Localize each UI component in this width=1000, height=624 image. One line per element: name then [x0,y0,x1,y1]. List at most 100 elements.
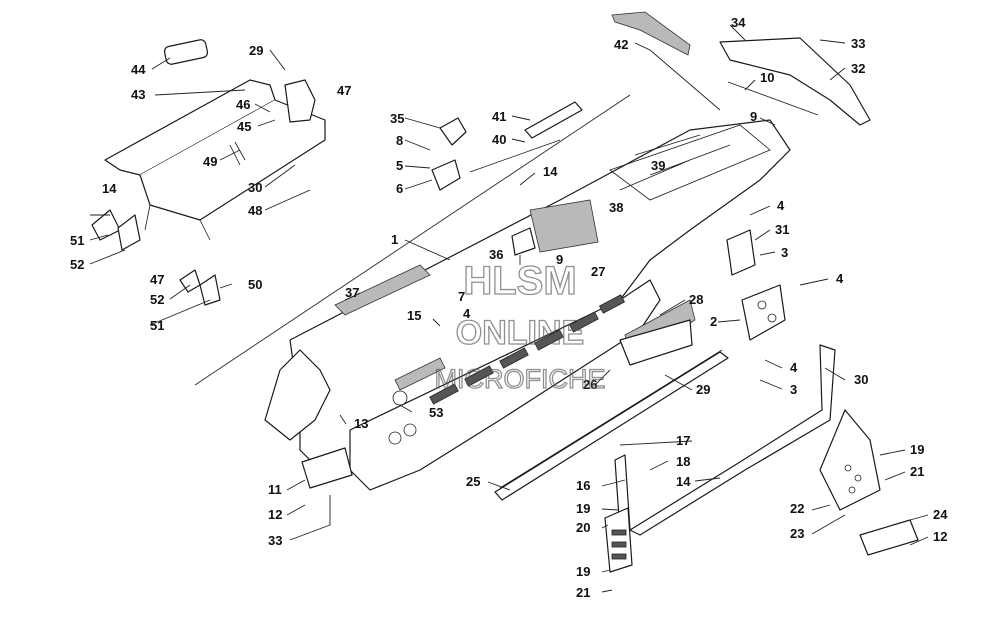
callout-33: 33 [851,36,865,51]
lower-right-parts [604,409,881,573]
watermark-line-3: MICROFICHE [435,364,606,394]
callout-50: 50 [248,277,262,292]
callout-51: 51 [70,233,84,248]
callout-25: 25 [466,474,480,489]
callout-27: 27 [591,264,605,279]
guard-20 [604,507,633,573]
callout-4: 4 [463,306,471,321]
callout-12: 12 [268,507,282,522]
callout-44: 44 [131,62,146,77]
callout-7: 7 [458,289,465,304]
cover-11 [301,447,353,489]
callout-11: 11 [268,482,282,497]
bar-41 [524,101,583,139]
callout-37: 37 [345,285,359,300]
callout-2: 2 [710,314,717,329]
callout-19: 19 [910,442,924,457]
watermark: HLSM ONLINE MICROFICHE [434,258,606,394]
callout-52: 52 [150,292,164,307]
side-rail [494,349,729,501]
callout-9: 9 [556,252,563,267]
callout-42: 42 [614,37,628,52]
part-35 [439,117,467,146]
callout-49: 49 [203,154,217,169]
mat-38 [529,199,599,253]
watermark-line-1: HLSM [463,259,576,303]
textured-strip-37 [334,264,431,316]
callout-40: 40 [492,132,506,147]
leader-lines [89,24,929,593]
callout-52: 52 [70,257,84,272]
callout-labels: 44 43 29 46 47 45 49 30 48 14 51 52 47 5… [70,15,948,600]
callout-3: 3 [781,245,788,260]
rear-grab-bar-assembly [104,39,326,241]
callout-5: 5 [396,158,403,173]
callout-14: 14 [102,181,117,196]
callout-47: 47 [337,83,351,98]
callout-47: 47 [150,272,164,287]
callout-13: 13 [354,416,368,431]
callout-8: 8 [396,133,403,148]
callout-28: 28 [689,292,703,307]
tunnel-side-slots [429,294,626,405]
light-covers [301,447,919,556]
cover-24 [859,519,919,556]
callout-53: 53 [429,405,443,420]
callout-34: 34 [731,15,746,30]
callout-12: 12 [933,529,947,544]
callout-30: 30 [248,180,262,195]
callout-4: 4 [836,271,844,286]
callout-20: 20 [576,520,590,535]
callout-22: 22 [790,501,804,516]
cap-44 [163,39,209,65]
tunnel-chassis [264,119,791,491]
plate-22 [819,409,881,511]
callout-6: 6 [396,181,403,196]
callout-16: 16 [576,478,590,493]
plate-31 [726,229,756,276]
callout-41: 41 [492,109,506,124]
bracket-2 [741,284,786,341]
callout-18: 18 [676,454,690,469]
callout-32: 32 [851,61,865,76]
callout-35: 35 [390,111,404,126]
callout-33: 33 [268,533,282,548]
callout-36: 36 [489,247,503,262]
callout-43: 43 [131,87,145,102]
callout-46: 46 [236,97,250,112]
callout-10: 10 [760,70,774,85]
callout-21: 21 [910,464,924,479]
callout-1: 1 [391,232,398,247]
callout-45: 45 [237,119,251,134]
left-brackets [91,209,221,306]
callout-14: 14 [543,164,558,179]
rear-flap-parts [611,11,871,126]
right-side-parts [619,229,786,366]
callout-26: 26 [583,377,597,392]
watermark-line-2: ONLINE [456,314,584,352]
callout-48: 48 [248,203,262,218]
callout-24: 24 [933,507,948,522]
callout-19: 19 [576,564,590,579]
upper-center-parts [431,101,599,256]
callout-29: 29 [249,43,263,58]
callout-14: 14 [676,474,691,489]
callout-9: 9 [750,109,757,124]
callout-51: 51 [150,318,164,333]
callout-4: 4 [777,198,785,213]
callout-17: 17 [676,433,690,448]
callout-38: 38 [609,200,623,215]
callout-31: 31 [775,222,789,237]
strip-42 [611,11,691,56]
flap-32 [719,37,871,126]
callout-3: 3 [790,382,797,397]
callout-30: 30 [854,372,868,387]
callout-15: 15 [407,308,421,323]
callout-21: 21 [576,585,590,600]
callout-29: 29 [696,382,710,397]
callout-19: 19 [576,501,590,516]
callout-39: 39 [651,158,665,173]
callout-4: 4 [790,360,798,375]
callout-23: 23 [790,526,804,541]
